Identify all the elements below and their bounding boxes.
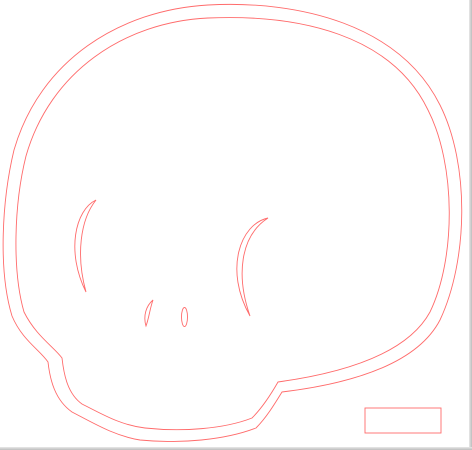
skull-right-eye <box>236 217 269 317</box>
skull-outer-outline <box>2 3 463 442</box>
skull-left-eye <box>74 199 97 293</box>
skull-right-nostril <box>181 307 188 327</box>
skull-left-nostril <box>144 299 154 328</box>
frame-shadow-right <box>469 0 472 450</box>
label-box <box>364 407 442 434</box>
frame-shadow-bottom <box>0 447 472 450</box>
skull-inner-outline <box>15 17 450 431</box>
